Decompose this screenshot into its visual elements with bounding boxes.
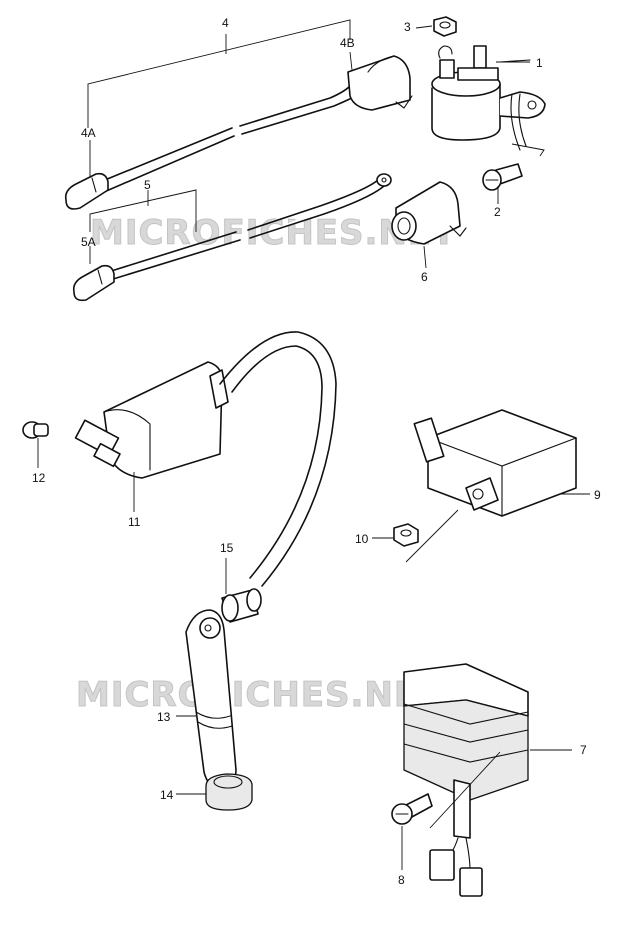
callout-15: 15 [220,541,234,555]
bolt-8 [391,793,433,825]
callout-8: 8 [398,873,405,887]
callouts: 1 2 3 4 4A 4B 5 5A 6 7 8 9 10 11 12 13 1… [32,16,601,887]
callout-2: 2 [494,205,501,219]
spark-plug-cap [185,588,262,811]
callout-5a: 5A [81,235,96,249]
callout-7: 7 [580,743,587,757]
callout-10: 10 [355,532,369,546]
lead-wire-4 [64,55,413,210]
callout-6: 6 [421,270,428,284]
callout-5: 5 [144,178,151,192]
callout-12: 12 [32,471,46,485]
ignition-coil [74,331,337,587]
callout-9: 9 [594,488,601,502]
bolt-2 [482,163,523,191]
callout-1: 1 [536,56,543,70]
callout-4b: 4B [340,36,355,50]
starter-relay [431,45,546,151]
callout-4: 4 [222,16,229,30]
callout-14: 14 [160,788,174,802]
nut-3 [433,16,457,37]
watermark-bottom: MICROFICHES.NET [76,675,442,715]
lead-wire-5 [72,173,392,302]
nut-10 [393,523,419,547]
regulator-rectifier [403,663,529,897]
cdi-unit [413,409,577,517]
callout-11: 11 [128,515,141,529]
callout-4a: 4A [81,126,96,140]
callout-13: 13 [157,710,171,724]
leader-lines [37,19,590,870]
callout-3: 3 [404,20,411,34]
cap-6 [391,181,467,245]
screw-12 [22,421,49,439]
